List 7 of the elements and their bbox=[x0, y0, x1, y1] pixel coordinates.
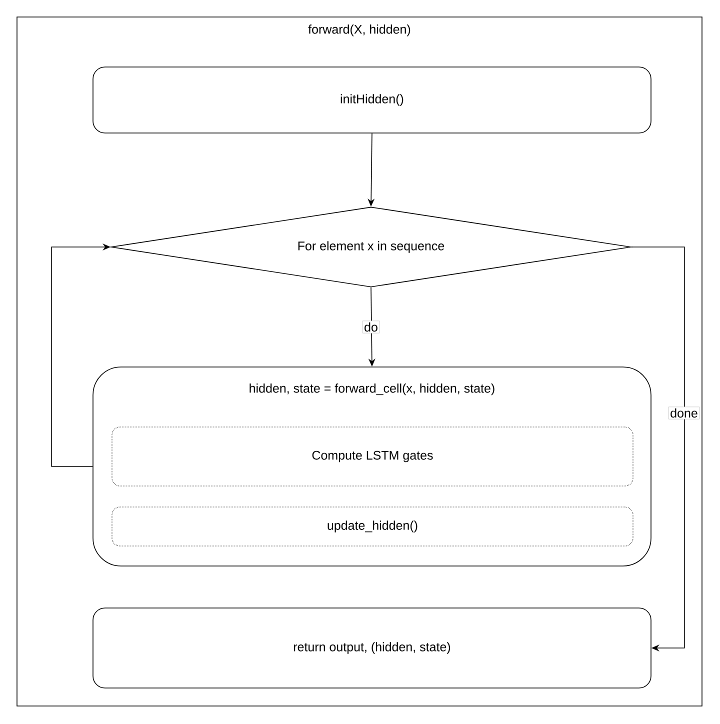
process-box: initHidden() bbox=[92, 66, 652, 134]
step-box: update_hidden() bbox=[112, 506, 634, 546]
step-box: Compute LSTM gates bbox=[112, 426, 634, 486]
process-box: return output, (hidden, state) bbox=[92, 608, 652, 688]
edge-label: do bbox=[362, 320, 380, 334]
edge-label: done bbox=[668, 406, 700, 420]
arrow bbox=[631, 246, 685, 652]
